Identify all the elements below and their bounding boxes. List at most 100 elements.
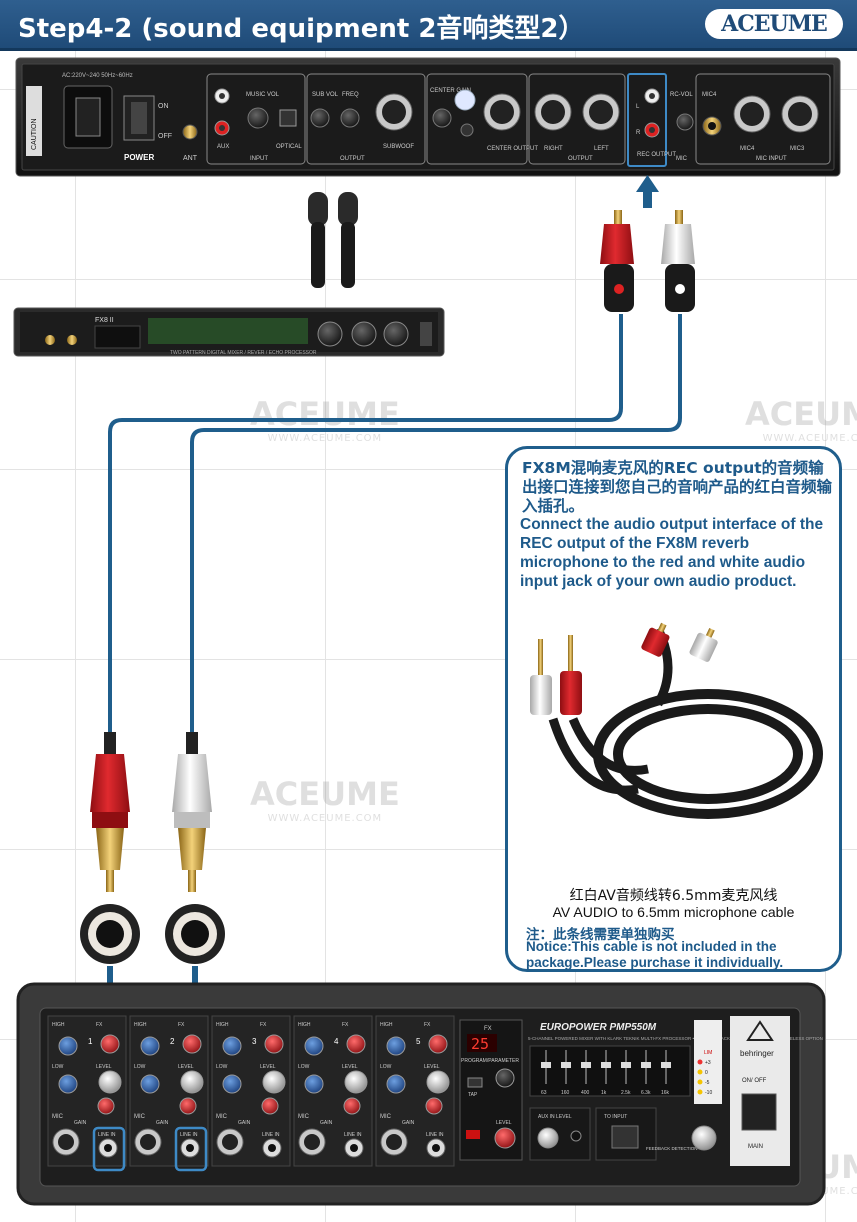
note-cn-text: 注：此条线需要单独购买 bbox=[526, 927, 675, 943]
eq-slider[interactable] bbox=[541, 1062, 551, 1068]
fx-send-knob[interactable] bbox=[428, 1034, 448, 1054]
eq-slider[interactable] bbox=[581, 1062, 591, 1068]
music-mic-switch[interactable] bbox=[460, 123, 474, 137]
gain-label: GAIN bbox=[320, 1120, 333, 1126]
aux-in-level-label: AUX IN LEVEL bbox=[538, 1114, 572, 1120]
eq-slider[interactable] bbox=[621, 1062, 631, 1068]
eq-freq-label: 16k bbox=[661, 1090, 670, 1096]
low-eq-knob[interactable] bbox=[140, 1074, 160, 1094]
center-gain-knob[interactable] bbox=[432, 108, 452, 128]
fx-section: FX 25 PROGRAM/PARAMETER TAP LEVEL bbox=[459, 1019, 523, 1161]
channel-level-knob[interactable] bbox=[98, 1070, 122, 1094]
low-eq-knob[interactable] bbox=[222, 1074, 242, 1094]
fx8-knob[interactable] bbox=[383, 321, 409, 347]
fx8-caption: TWO PATTERN DIGITAL MIXER / REVER / ECHO… bbox=[170, 350, 317, 356]
av-cable-photo bbox=[530, 622, 823, 819]
mic-label: MIC bbox=[676, 156, 688, 162]
high-label: HIGH bbox=[216, 1022, 229, 1028]
channel-level-knob[interactable] bbox=[180, 1070, 204, 1094]
svg-text:R: R bbox=[636, 130, 641, 136]
gain-knob[interactable] bbox=[261, 1097, 279, 1115]
line-in-highlight bbox=[92, 1126, 126, 1172]
fx8-knob[interactable] bbox=[317, 321, 343, 347]
mixer-model-label: EUROPOWER PMP550M bbox=[540, 1022, 657, 1033]
fx8-model-label: FX8 II bbox=[95, 317, 114, 324]
to-input-switch[interactable] bbox=[611, 1125, 639, 1149]
fx-section-label: FX bbox=[484, 1026, 492, 1032]
high-eq-knob[interactable] bbox=[140, 1036, 160, 1056]
fx-mute-button[interactable] bbox=[466, 1130, 480, 1139]
high-eq-knob[interactable] bbox=[304, 1036, 324, 1056]
tap-button[interactable] bbox=[467, 1077, 483, 1088]
level-label: LEVEL bbox=[342, 1064, 358, 1070]
high-label: HIGH bbox=[380, 1022, 393, 1028]
output-label: OUTPUT bbox=[340, 156, 365, 162]
gain-knob[interactable] bbox=[343, 1097, 361, 1115]
eq-freq-label: 63 bbox=[541, 1090, 547, 1096]
fx8-knob[interactable] bbox=[351, 321, 377, 347]
eq-slider[interactable] bbox=[601, 1062, 611, 1068]
low-eq-knob[interactable] bbox=[58, 1074, 78, 1094]
mic-label: MIC bbox=[380, 1114, 392, 1120]
low-label: LOW bbox=[52, 1064, 64, 1070]
fx-send-knob[interactable] bbox=[182, 1034, 202, 1054]
high-eq-knob[interactable] bbox=[386, 1036, 406, 1056]
fx-send-knob[interactable] bbox=[264, 1034, 284, 1054]
center-gain-label: CENTER GAIN bbox=[430, 88, 471, 94]
eq-freq-label: 1k bbox=[601, 1090, 607, 1096]
eq-slider[interactable] bbox=[641, 1062, 651, 1068]
high-eq-knob[interactable] bbox=[58, 1036, 78, 1056]
low-label: LOW bbox=[134, 1064, 146, 1070]
music-vol-knob[interactable] bbox=[247, 107, 269, 129]
power-switch[interactable] bbox=[741, 1093, 777, 1131]
eq-slider[interactable] bbox=[561, 1062, 571, 1068]
fx-send-knob[interactable] bbox=[100, 1034, 120, 1054]
meter-led bbox=[697, 1089, 703, 1095]
program-parameter-label: PROGRAM/PARAMETER bbox=[461, 1058, 519, 1064]
gain-knob[interactable] bbox=[425, 1097, 443, 1115]
mic4-small-label: MIC4 bbox=[702, 92, 717, 98]
center-output-label: CENTER OUTPUT bbox=[487, 146, 538, 152]
fx8m-rear-panel: CAUTION AC:220V~240 50Hz~60Hz ON OFF POW… bbox=[15, 57, 841, 177]
watermark-brand: ACEUME bbox=[250, 775, 400, 813]
low-label: LOW bbox=[380, 1064, 392, 1070]
eq-freq-label: 2.5k bbox=[621, 1090, 631, 1096]
high-eq-knob[interactable] bbox=[222, 1036, 242, 1056]
music-vol-label: MUSIC VOL bbox=[246, 92, 280, 98]
antenna-jack-icon bbox=[182, 124, 198, 140]
svg-text:L: L bbox=[636, 104, 640, 110]
high-label: HIGH bbox=[134, 1022, 147, 1028]
fx-level-label: LEVEL bbox=[496, 1120, 512, 1126]
freq-knob[interactable] bbox=[340, 108, 360, 128]
to-input-label: TO INPUT bbox=[604, 1114, 627, 1120]
low-label: LOW bbox=[216, 1064, 228, 1070]
freq-label: FREQ bbox=[342, 92, 359, 98]
low-eq-knob[interactable] bbox=[386, 1074, 406, 1094]
fx-level-knob[interactable] bbox=[494, 1127, 516, 1149]
program-parameter-knob[interactable] bbox=[495, 1068, 515, 1088]
gain-knob[interactable] bbox=[97, 1097, 115, 1115]
aux-in-level-knob[interactable] bbox=[537, 1127, 559, 1149]
rc-vol-label: RC-VOL bbox=[670, 92, 693, 98]
brand-logo: ACEUME bbox=[705, 9, 843, 39]
eq-slider[interactable] bbox=[661, 1062, 671, 1068]
sub-vol-knob[interactable] bbox=[310, 108, 330, 128]
gain-label: GAIN bbox=[74, 1120, 87, 1126]
meter-label: 0 bbox=[705, 1070, 708, 1076]
main-level-knob[interactable] bbox=[691, 1125, 717, 1151]
channel-level-knob[interactable] bbox=[344, 1070, 368, 1094]
channel-level-knob[interactable] bbox=[262, 1070, 286, 1094]
gain-label: GAIN bbox=[238, 1120, 251, 1126]
off-label: OFF bbox=[158, 133, 172, 140]
rc-vol-knob[interactable] bbox=[676, 113, 694, 131]
channel-level-knob[interactable] bbox=[426, 1070, 450, 1094]
low-eq-knob[interactable] bbox=[304, 1074, 324, 1094]
fx-label: FX bbox=[96, 1022, 103, 1028]
fx-send-knob[interactable] bbox=[346, 1034, 366, 1054]
gain-knob[interactable] bbox=[179, 1097, 197, 1115]
meter-led bbox=[697, 1079, 703, 1085]
